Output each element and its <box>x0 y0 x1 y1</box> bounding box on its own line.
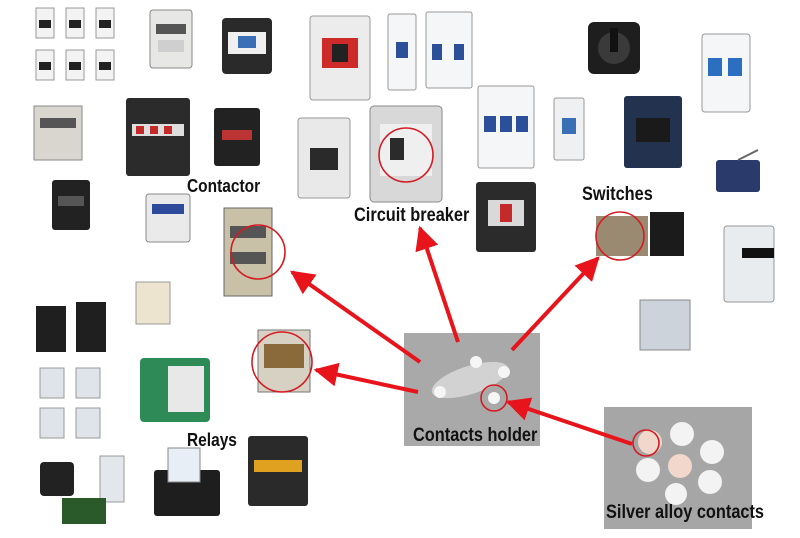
relay-clear-small <box>135 281 171 325</box>
arrows <box>290 225 633 446</box>
arrow-to-relay <box>313 362 419 394</box>
highlight-circle-breaker <box>378 127 434 183</box>
mccb-black-center <box>476 182 536 252</box>
contactor-white-top <box>149 9 193 69</box>
arrow-to-contactor <box>290 270 422 364</box>
mcb-2p-top <box>425 11 473 89</box>
contactor-blue-white <box>145 193 191 243</box>
contactor-mini-grid <box>35 7 115 81</box>
label-circuit-breaker: Circuit breaker <box>354 205 470 226</box>
highlight-circles <box>230 127 660 457</box>
arrow-to-breaker <box>415 225 460 343</box>
highlight-circle-relay <box>251 331 313 393</box>
highlight-circle-switches <box>595 211 645 261</box>
rcbo-top-right <box>701 33 751 113</box>
mcb-1p-gray <box>553 97 585 161</box>
label-relays: Relays <box>187 430 237 450</box>
arrow-to-switches <box>510 256 600 352</box>
contacts-holder-panel <box>404 333 540 446</box>
mccb-white-top <box>309 15 371 101</box>
label-contactor: Contactor <box>187 176 261 196</box>
isolator-switch <box>723 225 775 303</box>
contactor-small-black <box>52 180 90 230</box>
acb-breaker <box>369 105 443 203</box>
highlight-circle-contactor <box>230 224 286 280</box>
timer-relay-left <box>40 455 125 524</box>
rotary-switch-top <box>588 22 640 74</box>
highlight-circle-silver <box>632 429 660 457</box>
contactor-bottom <box>248 436 308 506</box>
silver-contacts-panel <box>604 407 752 529</box>
micro-switch <box>716 149 760 192</box>
contactor-black-blue <box>222 18 272 74</box>
limit-switch <box>639 299 691 351</box>
arrow-silver-to-holder <box>505 397 633 446</box>
label-silver-alloy-contacts: Silver alloy contacts <box>606 502 765 523</box>
relay-grid-left <box>39 367 101 439</box>
contactor-large-black <box>126 98 190 176</box>
mccb-navy <box>624 96 682 168</box>
contactor-gray-row2 <box>33 105 83 161</box>
relay-highlighted <box>257 329 311 393</box>
contactor-exposed <box>223 207 273 297</box>
thermal-relay-green <box>140 358 210 422</box>
label-switches: Switches <box>582 184 653 205</box>
mcb-3p-center <box>477 85 535 169</box>
label-contacts-holder: Contacts holder <box>413 425 538 446</box>
contactor-blocks-left <box>36 302 106 352</box>
relay-socket <box>154 447 220 516</box>
relay-black-row2 <box>214 108 260 166</box>
mcb-1p-top <box>387 13 417 91</box>
mccb-white-row2 <box>297 117 351 199</box>
